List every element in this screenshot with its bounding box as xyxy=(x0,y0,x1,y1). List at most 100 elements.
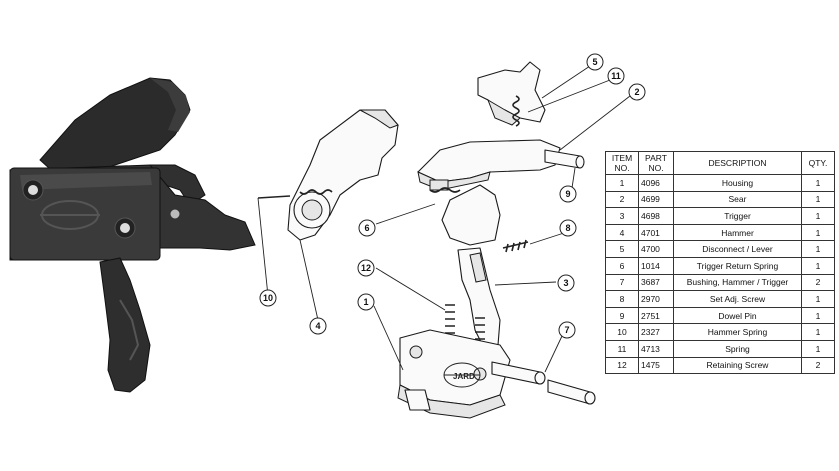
callout-circle-8 xyxy=(559,219,577,237)
cell-part: 3687 xyxy=(638,273,674,292)
cell-qty: 1 xyxy=(801,323,835,341)
callout-label-3: 3 xyxy=(563,278,568,288)
callout-circle-11 xyxy=(607,67,625,85)
callout-label-2: 2 xyxy=(634,87,639,97)
cell-item: 2 xyxy=(605,190,639,209)
callout-label-10: 10 xyxy=(263,293,273,303)
callout-label-4: 4 xyxy=(315,321,320,331)
disconnect-spring-part xyxy=(512,95,520,127)
callout-circle-3 xyxy=(557,274,575,292)
cell-qty: 1 xyxy=(801,190,835,209)
header-qty: QTY. xyxy=(801,151,835,175)
cell-description: Sear xyxy=(673,190,802,209)
cell-description: Trigger xyxy=(673,207,802,225)
cell-item: 6 xyxy=(605,256,639,275)
cell-item: 12 xyxy=(605,356,639,375)
cell-item: 1 xyxy=(605,174,639,192)
cell-qty: 1 xyxy=(801,256,835,275)
callout-circle-10 xyxy=(259,289,277,307)
set-adj-screw-part xyxy=(502,239,529,253)
housing-mark: JARD xyxy=(453,372,475,381)
callout-label-12: 12 xyxy=(361,263,371,273)
header-item: ITEM NO. xyxy=(605,151,639,175)
cell-qty: 1 xyxy=(801,290,835,308)
retaining-screw-part-a xyxy=(445,304,455,334)
cell-part: 4698 xyxy=(638,207,674,225)
parts-table-header-row: ITEM NO. PART NO. DESCRIPTION QTY. xyxy=(605,151,835,175)
cell-qty: 1 xyxy=(801,339,835,358)
cell-part: 4699 xyxy=(638,190,674,209)
callout-label-9: 9 xyxy=(565,189,570,199)
cell-description: Trigger Return Spring xyxy=(673,256,802,275)
cell-qty: 2 xyxy=(801,356,835,375)
cell-qty: 1 xyxy=(801,240,835,258)
bushing-part-b xyxy=(547,379,596,405)
cell-qty: 1 xyxy=(801,306,835,325)
cell-part: 4713 xyxy=(638,339,674,358)
cell-description: Retaining Screw xyxy=(673,356,802,375)
cell-item: 9 xyxy=(605,306,639,325)
callout-circle-4 xyxy=(309,317,327,335)
hammer-part xyxy=(287,109,399,241)
callout-circle-5 xyxy=(586,53,604,71)
header-part: PART NO. xyxy=(638,151,674,175)
trigger-part xyxy=(441,184,501,351)
callout-label-11: 11 xyxy=(611,71,621,81)
callout-label-5: 5 xyxy=(592,57,597,67)
callout-label-1: 1 xyxy=(363,297,368,307)
callout-label-8: 8 xyxy=(565,223,570,233)
housing-part: JARD xyxy=(397,329,511,419)
callout-circle-9 xyxy=(559,185,577,203)
trigger-return-spring-part xyxy=(429,187,461,193)
dowel-pin-part xyxy=(544,149,585,169)
cell-description: Hammer Spring xyxy=(673,323,802,341)
cell-part: 1014 xyxy=(638,256,674,275)
header-description: DESCRIPTION xyxy=(673,151,802,175)
disconnect-part xyxy=(477,61,546,126)
cell-part: 1475 xyxy=(638,356,674,375)
cell-qty: 1 xyxy=(801,174,835,192)
bushing-part-a xyxy=(491,361,546,385)
cell-item: 3 xyxy=(605,207,639,225)
cell-description: Disconnect / Lever xyxy=(673,240,802,258)
cell-description: Spring xyxy=(673,339,802,358)
callout-circle-2 xyxy=(628,83,646,101)
cell-item: 11 xyxy=(605,339,639,358)
callout-circle-12 xyxy=(357,259,375,277)
cell-item: 5 xyxy=(605,240,639,258)
cell-description: Bushing, Hammer / Trigger xyxy=(673,273,802,292)
assembled-trigger-image xyxy=(9,77,256,393)
callout-label-7: 7 xyxy=(564,325,569,335)
callout-circle-6 xyxy=(358,219,376,237)
cell-part: 4701 xyxy=(638,223,674,242)
callout-circle-7 xyxy=(558,321,576,339)
cell-part: 2970 xyxy=(638,290,674,308)
cell-qty: 2 xyxy=(801,273,835,292)
callout-label-6: 6 xyxy=(364,223,369,233)
cell-item: 4 xyxy=(605,223,639,242)
leader-lines xyxy=(257,65,631,373)
cell-description: Dowel Pin xyxy=(673,306,802,325)
cell-item: 8 xyxy=(605,290,639,308)
cell-description: Hammer xyxy=(673,223,802,242)
cell-part: 4096 xyxy=(638,174,674,192)
callout-circle-1 xyxy=(357,293,375,311)
cell-qty: 1 xyxy=(801,207,835,225)
sear-part xyxy=(417,139,561,191)
